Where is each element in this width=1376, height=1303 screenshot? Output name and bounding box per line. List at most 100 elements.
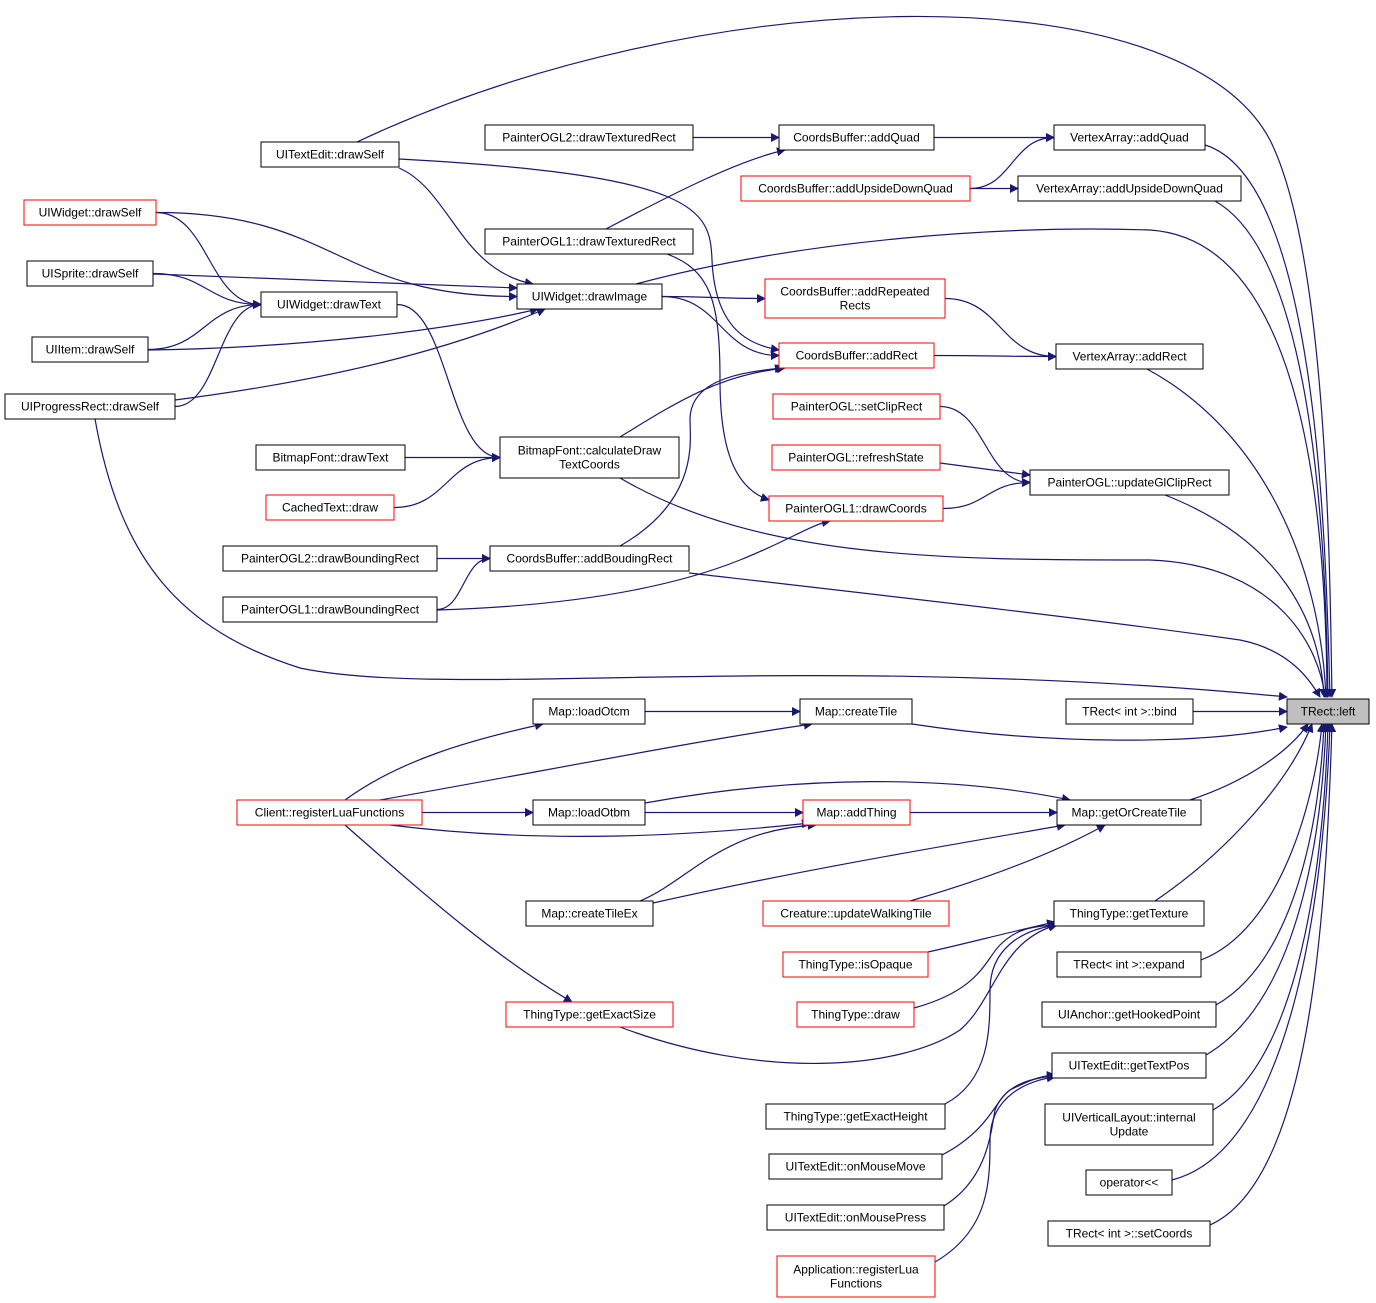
node-box[interactable]	[532, 698, 646, 725]
node-painterogl1-drawboundingrect[interactable]: PainterOGL1::drawBoundingRect	[222, 596, 438, 623]
node-box[interactable]	[740, 175, 971, 202]
node-box[interactable]	[1051, 1052, 1207, 1079]
node-thingtype-gettexture[interactable]: ThingType::getTexture	[1053, 900, 1205, 927]
node-painterogl1-drawcoords[interactable]: PainterOGL1::drawCoords	[768, 495, 944, 522]
node-box[interactable]	[499, 436, 680, 479]
node-painterogl2-drawboundingrect[interactable]: PainterOGL2::drawBoundingRect	[222, 545, 438, 572]
node-box[interactable]	[765, 1103, 946, 1130]
node-box[interactable]	[532, 799, 646, 826]
node-box[interactable]	[768, 1153, 943, 1180]
node-box[interactable]	[782, 951, 929, 978]
node-box[interactable]	[1053, 124, 1206, 151]
node-box[interactable]	[1029, 469, 1230, 496]
node-thingtype-draw[interactable]: ThingType::draw	[796, 1001, 915, 1028]
node-box[interactable]	[776, 1255, 936, 1298]
node-box[interactable]	[222, 545, 438, 572]
node-coordsbuffer-addboudingrect[interactable]: CoordsBuffer::addBoudingRect	[489, 545, 690, 572]
node-box[interactable]	[771, 444, 941, 471]
node-box[interactable]	[222, 596, 438, 623]
node-box[interactable]	[484, 228, 694, 255]
node-map-createtile[interactable]: Map::createTile	[799, 698, 913, 725]
node-box[interactable]	[766, 1204, 945, 1231]
node-box[interactable]	[799, 698, 913, 725]
node-box[interactable]	[802, 799, 911, 826]
node-box[interactable]	[778, 342, 935, 369]
node-uiwidget-drawimage[interactable]: UIWidget::drawImage	[516, 283, 663, 310]
node-painterogl2-drawtexturedrect[interactable]: PainterOGL2::drawTexturedRect	[484, 124, 694, 151]
node-box[interactable]	[1065, 698, 1194, 725]
node-uitextedit-onmousemove[interactable]: UITextEdit::onMouseMove	[768, 1153, 943, 1180]
node-coordsbuffer-addquad[interactable]: CoordsBuffer::addQuad	[778, 124, 935, 151]
node-trect-expand[interactable]: TRect< int >::expand	[1056, 951, 1202, 978]
node-box[interactable]	[23, 199, 157, 226]
node-painterogl1-drawtexturedrect[interactable]: PainterOGL1::drawTexturedRect	[484, 228, 694, 255]
node-uitextedit-gettextpos[interactable]: UITextEdit::getTextPos	[1051, 1052, 1207, 1079]
node-uianchor-gethookedpoint[interactable]: UIAnchor::getHookedPoint	[1041, 1001, 1217, 1028]
node-box[interactable]	[265, 494, 395, 521]
node-uiprogressrect-drawself[interactable]: UIProgressRect::drawSelf	[4, 393, 176, 420]
node-trect-setcoords[interactable]: TRect< int >::setCoords	[1047, 1220, 1211, 1247]
node-box[interactable]	[4, 393, 176, 420]
node-box[interactable]	[489, 545, 690, 572]
node-painterogl-setcliprect[interactable]: PainterOGL::setClipRect	[772, 393, 941, 420]
node-thingtype-isopaque[interactable]: ThingType::isOpaque	[782, 951, 929, 978]
node-box[interactable]	[525, 900, 654, 927]
node-box[interactable]	[236, 799, 423, 826]
node-map-loadotcm[interactable]: Map::loadOtcm	[532, 698, 646, 725]
node-vertexarray-addrect[interactable]: VertexArray::addRect	[1055, 343, 1204, 370]
node-box[interactable]	[796, 1001, 915, 1028]
node-uitextedit-drawself[interactable]: UITextEdit::drawSelf	[260, 141, 400, 168]
node-application-registerluafunctions[interactable]: Application::registerLuaFunctions	[776, 1255, 936, 1298]
node-uiwidget-drawtext[interactable]: UIWidget::drawText	[260, 291, 398, 318]
node-trect-bind[interactable]: TRect< int >::bind	[1065, 698, 1194, 725]
node-box[interactable]	[1056, 799, 1202, 826]
node-map-addthing[interactable]: Map::addThing	[802, 799, 911, 826]
node-box[interactable]	[1055, 343, 1204, 370]
node-map-createtileex[interactable]: Map::createTileEx	[525, 900, 654, 927]
node-map-loadotbm[interactable]: Map::loadOtbm	[532, 799, 646, 826]
node-box[interactable]	[516, 283, 663, 310]
node-map-getorcreatetile[interactable]: Map::getOrCreateTile	[1056, 799, 1202, 826]
node-uisprite-drawself[interactable]: UISprite::drawSelf	[26, 260, 154, 287]
node-box[interactable]	[255, 444, 406, 471]
node-box[interactable]	[1286, 698, 1370, 725]
node-thingtype-getexactheight[interactable]: ThingType::getExactHeight	[765, 1103, 946, 1130]
node-vertexarray-addupsidedownquad[interactable]: VertexArray::addUpsideDownQuad	[1017, 175, 1242, 202]
node-uiitem-drawself[interactable]: UIItem::drawSelf	[31, 336, 149, 363]
node-box[interactable]	[764, 278, 946, 319]
node-box[interactable]	[762, 900, 950, 927]
node-box[interactable]	[772, 393, 941, 420]
node-cachedtext-draw[interactable]: CachedText::draw	[265, 494, 395, 521]
node-box[interactable]	[505, 1001, 674, 1028]
node-box[interactable]	[260, 141, 400, 168]
node-box[interactable]	[260, 291, 398, 318]
node-uitextedit-onmousepress[interactable]: UITextEdit::onMousePress	[766, 1204, 945, 1231]
node-box[interactable]	[768, 495, 944, 522]
node-box[interactable]	[1017, 175, 1242, 202]
node-box[interactable]	[778, 124, 935, 151]
node-target[interactable]: TRect::left	[1286, 698, 1370, 725]
node-coordsbuffer-addrect[interactable]: CoordsBuffer::addRect	[778, 342, 935, 369]
node-painterogl-updateglcliprect[interactable]: PainterOGL::updateGlClipRect	[1029, 469, 1230, 496]
node-bitmapfont-drawtext[interactable]: BitmapFont::drawText	[255, 444, 406, 471]
node-box[interactable]	[1044, 1103, 1214, 1146]
node-thingtype-getexactsize[interactable]: ThingType::getExactSize	[505, 1001, 674, 1028]
node-coordsbuffer-addupsidedownquad[interactable]: CoordsBuffer::addUpsideDownQuad	[740, 175, 971, 202]
node-box[interactable]	[31, 336, 149, 363]
node-box[interactable]	[1047, 1220, 1211, 1247]
node-box[interactable]	[1056, 951, 1202, 978]
node-box[interactable]	[1053, 900, 1205, 927]
node-vertexarray-addquad[interactable]: VertexArray::addQuad	[1053, 124, 1206, 151]
node-creature-updatewalkingtile[interactable]: Creature::updateWalkingTile	[762, 900, 950, 927]
node-box[interactable]	[26, 260, 154, 287]
node-uiwidget-drawself[interactable]: UIWidget::drawSelf	[23, 199, 157, 226]
node-box[interactable]	[1085, 1169, 1173, 1196]
node-box[interactable]	[1041, 1001, 1217, 1028]
node-operator-shl[interactable]: operator<<	[1085, 1169, 1173, 1196]
node-box[interactable]	[484, 124, 694, 151]
node-painterogl-refreshstate[interactable]: PainterOGL::refreshState	[771, 444, 941, 471]
node-client-registerluafunctions[interactable]: Client::registerLuaFunctions	[236, 799, 423, 826]
